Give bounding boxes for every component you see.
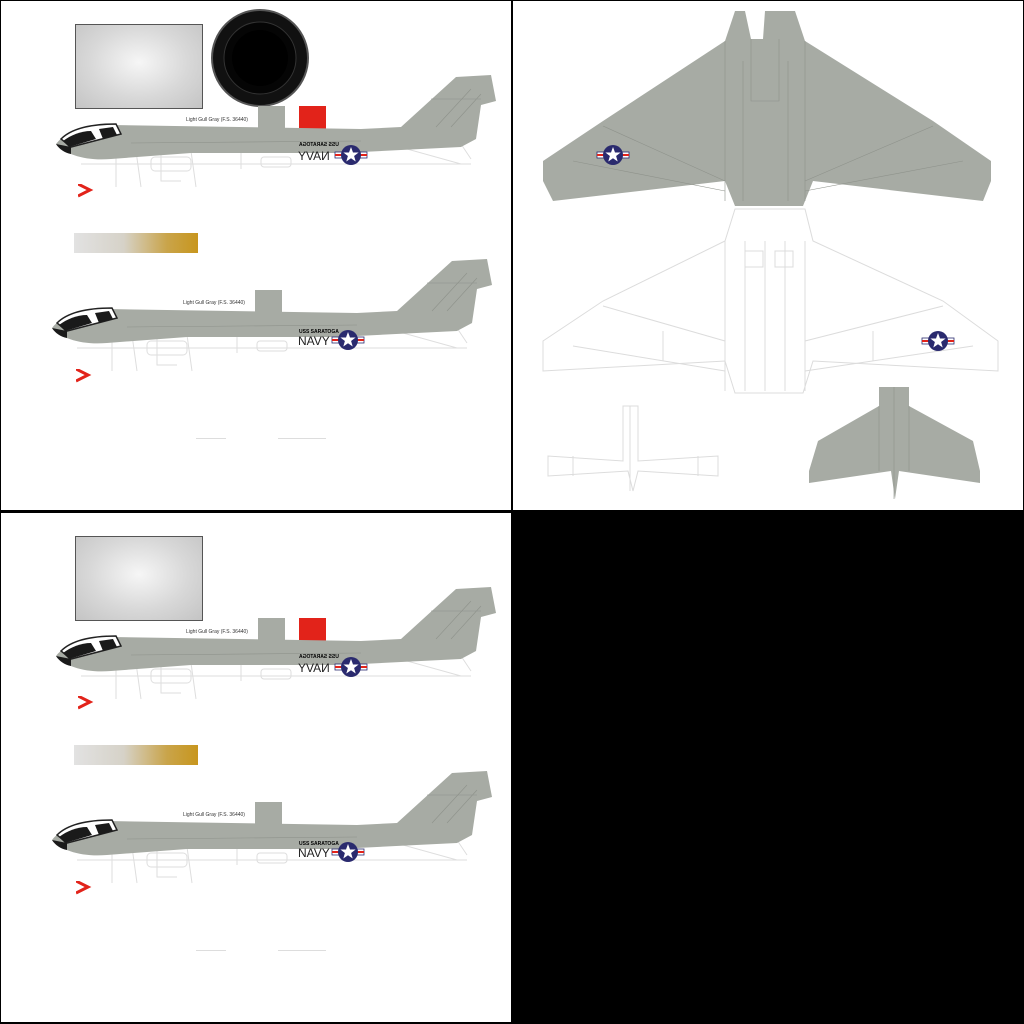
red-chevron-icon <box>78 184 92 198</box>
navy-text: NAVY <box>298 334 330 348</box>
aircraft-side-view-lower <box>51 258 493 372</box>
panel-side-views-top: Light Gull Gray (F.S. 36440) USS SARATOG… <box>1 1 511 510</box>
scale-tick <box>278 950 326 951</box>
gold-gradient-swatch <box>74 233 198 253</box>
red-chevron-icon <box>78 696 92 710</box>
gull-gray-swatch <box>255 290 282 317</box>
panel-empty <box>513 513 1023 1023</box>
panel-side-views-bottom: Light Gull Gray (F.S. 36440) USS SARATOG… <box>1 513 511 1022</box>
scale-tick <box>196 438 226 439</box>
serial-text: USS SARATOGA <box>299 142 339 148</box>
navy-text: NAVY <box>298 149 330 163</box>
navy-text: NAVY <box>298 661 330 675</box>
red-chevron-icon <box>76 369 90 383</box>
aircraft-side-view-lower <box>51 770 493 884</box>
gull-gray-swatch <box>255 802 282 829</box>
navy-text: NAVY <box>298 846 330 860</box>
paint-label: Light Gull Gray (F.S. 36440) <box>183 300 245 306</box>
scale-tick <box>196 950 226 951</box>
serial-text: USS SARATOGA <box>299 841 339 847</box>
tire-icon <box>211 9 309 107</box>
paint-label: Light Gull Gray (F.S. 36440) <box>183 812 245 818</box>
serial-text: USS SARATOGA <box>299 329 339 335</box>
aircraft-side-view-upper <box>55 74 497 188</box>
paint-label: Light Gull Gray (F.S. 36440) <box>186 629 248 635</box>
aircraft-side-view-upper <box>55 586 497 700</box>
paint-label: Light Gull Gray (F.S. 36440) <box>186 117 248 123</box>
red-chevron-icon <box>76 881 90 895</box>
gold-gradient-swatch <box>74 745 198 765</box>
aircraft-top-view <box>542 11 999 499</box>
panel-planform-views <box>513 1 1023 510</box>
scale-tick <box>278 438 326 439</box>
serial-text: USS SARATOGA <box>299 654 339 660</box>
canopy-glass-swatch <box>75 536 203 621</box>
canopy-glass-swatch <box>75 24 203 109</box>
